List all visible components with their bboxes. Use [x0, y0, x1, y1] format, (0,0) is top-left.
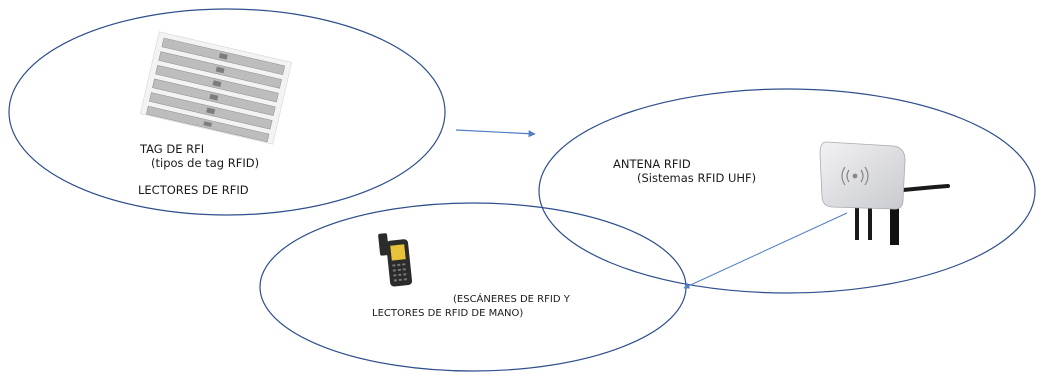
rfid-tag-sheet-icon: [139, 31, 293, 145]
tags-circle: [8, 8, 446, 216]
antenna-title: ANTENA RFID: [613, 157, 691, 171]
rfid-antenna-icon: [819, 141, 950, 245]
tags-title: TAG DE RFI: [140, 142, 205, 156]
arrow-tags-to-antenna: [455, 129, 536, 138]
handheld-circle: [259, 202, 687, 372]
tags-subtitle: (tipos de tag RFID): [151, 156, 260, 170]
arrow-antenna-to-scanner: [683, 212, 848, 289]
antenna-subtitle: (Sistemas RFID UHF): [637, 171, 757, 185]
scanner-caption-line1: (ESCÁNERES DE RFID Y: [453, 294, 570, 305]
antenna-circle: [538, 88, 1036, 294]
handheld-rfid-scanner-icon: [378, 233, 413, 287]
scanner-caption-line2: LECTORES DE RFID DE MANO): [372, 308, 524, 319]
readers-caption: LECTORES DE RFID: [138, 183, 249, 197]
